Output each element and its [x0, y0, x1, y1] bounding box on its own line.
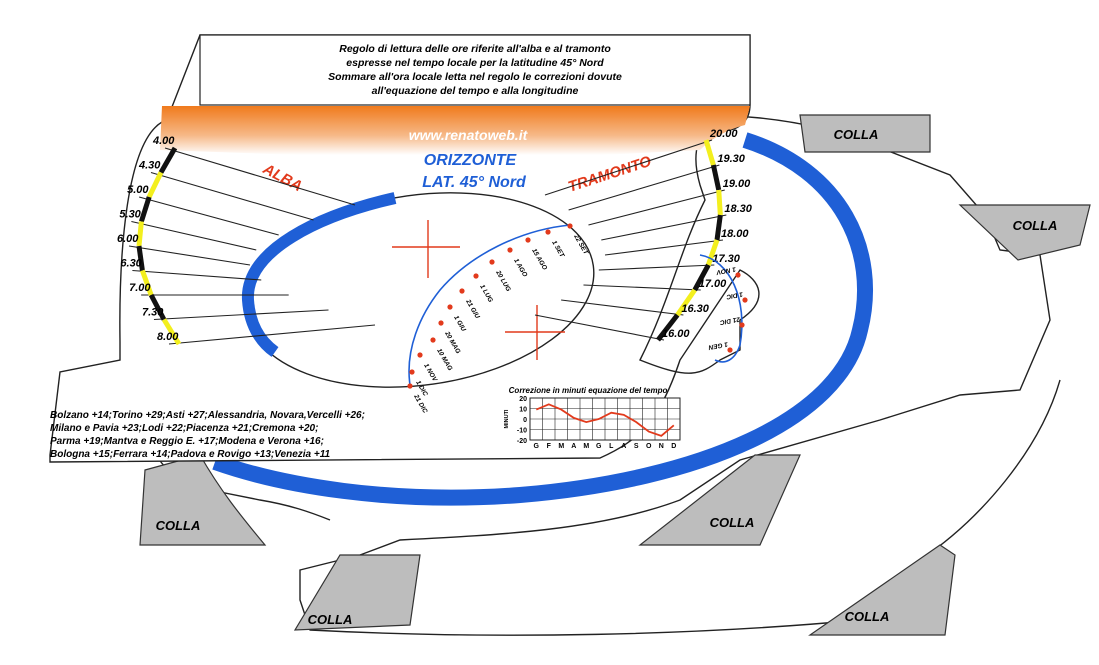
- corrections-line: Parma +19;Mantva e Reggio E. +17;Modena …: [50, 436, 324, 447]
- sunset-time-label: 17.00: [699, 278, 727, 290]
- glue-label: COLLA: [710, 515, 755, 530]
- sunset-time-label: 18.30: [724, 203, 752, 215]
- chart-xtick-label: G: [596, 443, 602, 450]
- sunset-time-label: 16.30: [681, 303, 709, 315]
- date-dot: [459, 288, 464, 293]
- scale-band-segment: [719, 190, 721, 215]
- sunrise-time-label: 5.30: [119, 209, 141, 221]
- sunrise-time-label: 7.30: [142, 307, 164, 319]
- date-dot: [447, 304, 452, 309]
- date-dot: [525, 237, 530, 242]
- sunset-time-label: 18.00: [721, 228, 749, 240]
- chart-title: Correzione in minuti equazione del tempo: [509, 386, 668, 395]
- chart-ylabel: MINUTI: [504, 409, 510, 428]
- sunset-time-label: 19.00: [723, 178, 751, 190]
- chart-ytick-label: -20: [517, 438, 527, 445]
- header-line: Sommare all'ora locale letta nel regolo …: [328, 71, 622, 83]
- glue-label: COLLA: [308, 612, 353, 627]
- scale-band-segment: [706, 140, 713, 165]
- chart-xtick-label: F: [547, 443, 552, 450]
- glue-label: COLLA: [845, 609, 890, 624]
- chart-xtick-label: A: [621, 443, 626, 450]
- chart-ytick-label: -10: [517, 428, 527, 435]
- chart-xtick-label: A: [571, 443, 576, 450]
- date-dot: [430, 337, 435, 342]
- scale-band-segment: [139, 222, 141, 247]
- chart-xtick-label: D: [671, 443, 676, 450]
- chart-xtick-label: M: [558, 443, 564, 450]
- horizon-subtitle: LAT. 45° Nord: [422, 174, 527, 191]
- sunrise-time-label: 6.30: [120, 258, 142, 270]
- chart-xtick-label: G: [534, 443, 540, 450]
- sunrise-time-label: 8.00: [157, 331, 179, 343]
- corrections-line: Milano e Pavia +23;Lodi +22;Piacenza +21…: [50, 423, 318, 434]
- glue-tab: COLLA: [810, 545, 955, 635]
- sunrise-time-label: 4.00: [152, 135, 175, 147]
- header-line: all'equazione del tempo e alla longitudi…: [372, 85, 579, 97]
- glue-label: COLLA: [1013, 218, 1058, 233]
- sunrise-time-label: 5.00: [127, 184, 149, 196]
- glue-tab: COLLA: [960, 205, 1090, 260]
- corrections-line: Bolzano +14;Torino +29;Asti +27;Alessand…: [50, 410, 365, 421]
- chart-xtick-label: O: [646, 443, 652, 450]
- chart-ytick-label: 10: [519, 407, 527, 414]
- sunset-time-label: 19.30: [717, 153, 745, 165]
- sunrise-time-label: 6.00: [117, 233, 139, 245]
- date-dot: [417, 352, 422, 357]
- chart-xtick-label: M: [583, 443, 589, 450]
- corrections-line: Bologna +15;Ferrara +14;Padova e Rovigo …: [50, 449, 331, 460]
- chart-xtick-label: S: [634, 443, 639, 450]
- sunrise-time-label: 7.00: [129, 282, 151, 294]
- date-dot: [409, 369, 414, 374]
- date-dot: [545, 229, 550, 234]
- sunrise-time-label: 4.30: [138, 160, 161, 172]
- chart-ytick-label: 0: [523, 417, 527, 424]
- date-dot: [567, 223, 572, 228]
- date-dot: [438, 320, 443, 325]
- date-label: 1 NOV: [715, 265, 736, 275]
- sunset-time-label: 17.30: [712, 253, 740, 265]
- horizon-title: ORIZZONTE: [424, 152, 518, 169]
- header-line: Regolo di lettura delle ore riferite all…: [339, 43, 611, 55]
- scale-band-segment: [713, 165, 718, 190]
- date-dot: [507, 247, 512, 252]
- date-dot: [473, 273, 478, 278]
- chart-ytick-label: 20: [519, 396, 527, 403]
- glue-label: COLLA: [834, 127, 879, 142]
- date-dot: [407, 383, 412, 388]
- header-line: espresse nel tempo locale per la latitud…: [346, 57, 604, 69]
- website-label: www.renatoweb.it: [409, 127, 529, 143]
- scale-band-segment: [717, 215, 720, 240]
- glue-tab: COLLA: [800, 115, 930, 152]
- sunset-time-label: 16.00: [662, 328, 690, 340]
- date-dot: [489, 259, 494, 264]
- glue-label: COLLA: [156, 518, 201, 533]
- chart-xtick-label: L: [609, 443, 614, 450]
- chart-xtick-label: N: [659, 443, 664, 450]
- sunset-time-label: 20.00: [709, 128, 738, 140]
